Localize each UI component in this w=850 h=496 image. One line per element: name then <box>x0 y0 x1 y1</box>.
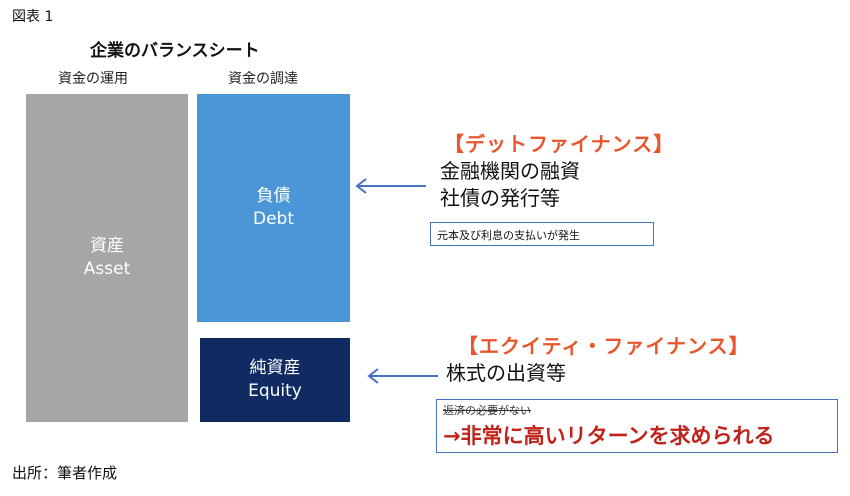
diagram-title: 企業のバランスシート <box>90 41 260 61</box>
debt-item: 金融機関の融資 <box>440 159 580 183</box>
asset-label-en: Asset <box>83 259 131 279</box>
debt-note-box: 元本及び利息の支払いが発生 <box>430 222 654 246</box>
figure-label: 図表 1 <box>12 9 54 25</box>
column-heading-uses: 資金の運用 <box>58 71 128 87</box>
equity-block: 純資産 Equity <box>200 338 350 422</box>
equity-item: 株式の出資等 <box>446 361 566 385</box>
debt-label-ja: 負債 <box>256 186 291 207</box>
source-note: 出所：筆者作成 <box>12 464 118 482</box>
equity-label-ja: 純資産 <box>249 358 301 379</box>
equity-note-box: 返済の必要がない →非常に高いリターンを求められる <box>436 399 838 453</box>
debt-note: 元本及び利息の支払いが発生 <box>437 229 580 242</box>
equity-arrow-icon <box>367 368 438 384</box>
debt-finance-items: 金融機関の融資 社債の発行等 <box>440 158 580 212</box>
debt-label-en: Debt <box>252 209 294 229</box>
debt-arrow-icon <box>355 178 426 194</box>
asset-label-ja: 資産 <box>90 236 124 257</box>
equity-label-en: Equity <box>248 381 302 401</box>
debt-finance-heading: 【デットファイナンス】 <box>444 132 675 156</box>
debt-item: 社債の発行等 <box>440 186 560 210</box>
column-heading-sources: 資金の調達 <box>228 71 298 87</box>
debt-block: 負債 Debt <box>197 94 350 322</box>
equity-note-emphasis: →非常に高いリターンを求められる <box>443 424 775 448</box>
equity-finance-items: 株式の出資等 <box>446 360 566 387</box>
equity-note-struck: 返済の必要がない <box>443 404 531 417</box>
equity-finance-heading: 【エクイティ・ファイナンス】 <box>458 334 750 358</box>
asset-block: 資産 Asset <box>26 94 188 422</box>
